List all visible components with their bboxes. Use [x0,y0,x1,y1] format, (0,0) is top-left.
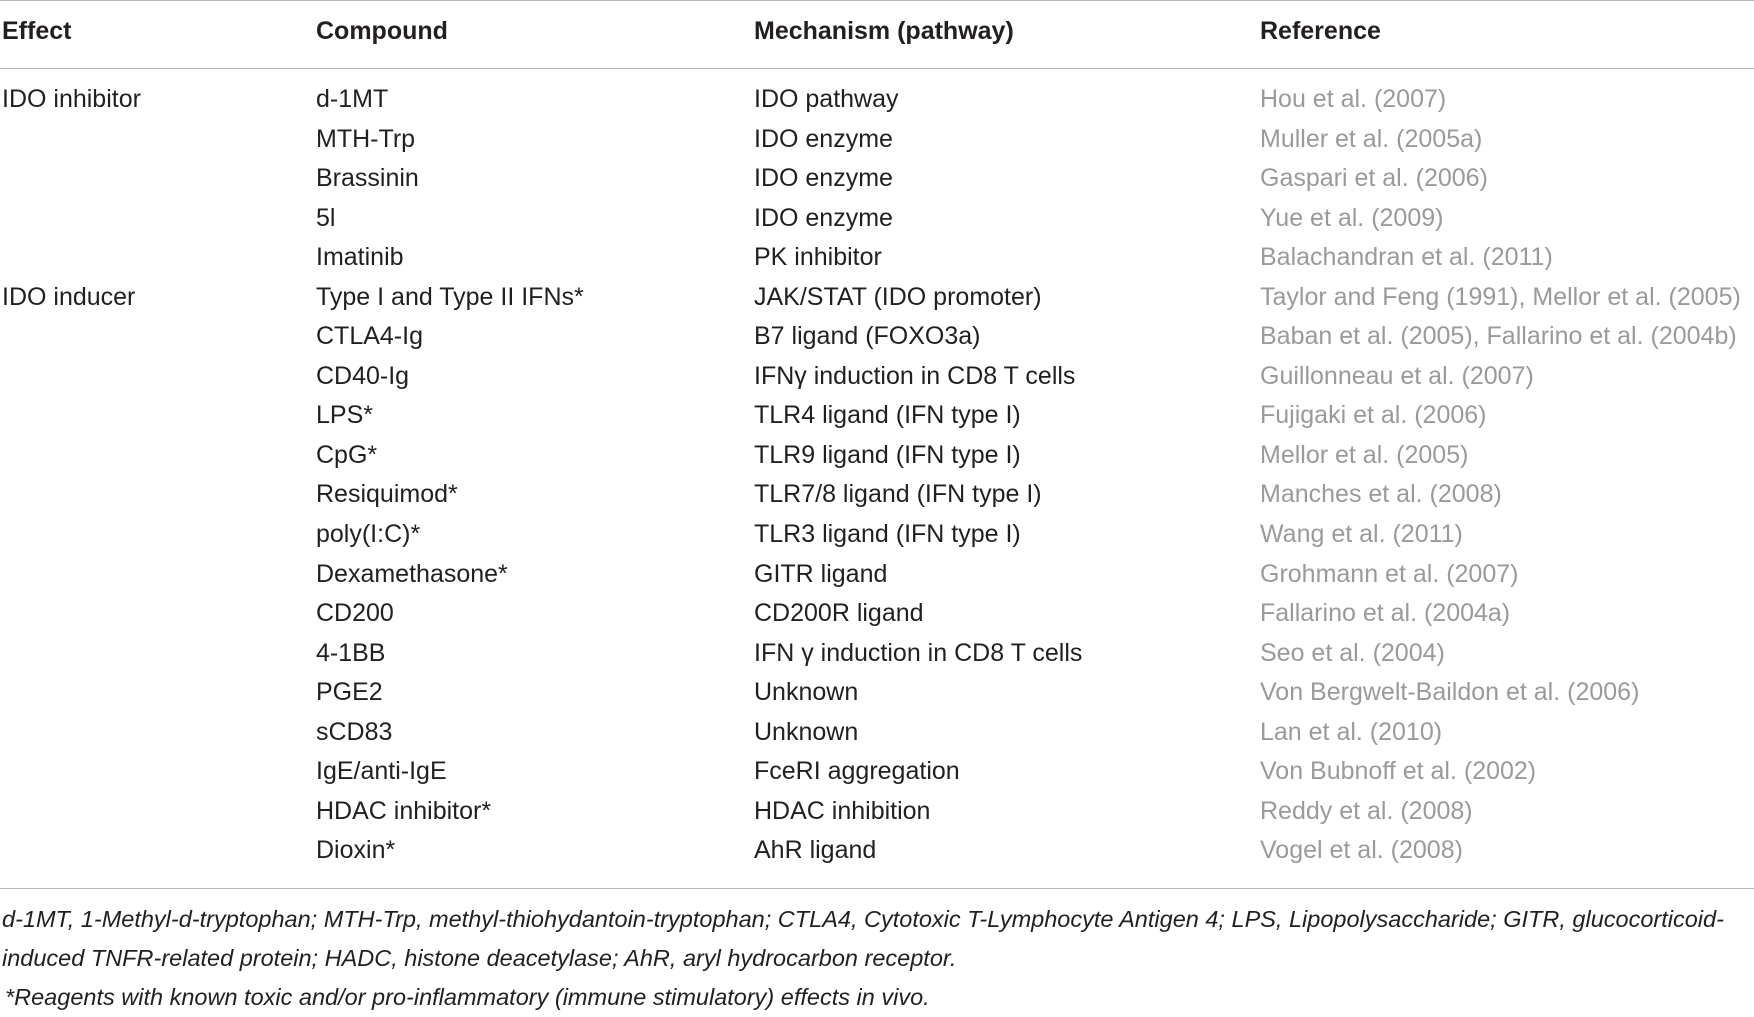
cell-compound: d-1MT [316,85,389,113]
cell-compound: CD40-Ig [316,361,410,390]
cell-reference[interactable]: Baban et al. (2005), Fallarino et al. (2… [1260,322,1737,351]
cell-reference[interactable]: Wang et al. (2011) [1260,520,1463,549]
cell-reference[interactable]: Grohmann et al. (2007) [1260,559,1519,588]
cell-mechanism: TLR7/8 ligand (IFN type I) [754,480,1042,509]
cell-mechanism: JAK/STAT (IDO promoter) [754,282,1042,311]
cell-compound: CD200 [316,599,394,628]
cell-mechanism: IFN γ induction in CD8 T cells [754,638,1083,667]
cell-mechanism: IDO enzyme [754,164,893,193]
table-row: HDAC inhibitor* HDAC inhibition Reddy et a… [0,792,1754,832]
cell-mechanism: HDAC inhibition [754,796,931,825]
cell-compound: PGE2 [316,678,383,707]
cell-reference[interactable]: Vogel et al. (2008) [1260,836,1463,865]
footnote-abbreviations-line1: d-1MT, 1-Methyl-d-tryptophan; MTH-Trp, m… [2,906,1724,932]
table-footnotes: d-1MT, 1-Methyl-d-tryptophan; MTH-Trp, m… [2,900,1752,1017]
cell-mechanism: FceRI aggregation [754,757,960,786]
footnote-abbreviations-line2: induced TNFR-related protein; HADC, hist… [2,945,957,971]
cell-reference[interactable]: Balachandran et al. (2011) [1260,243,1553,272]
table-row: poly(I:C)* TLR3 ligand (IFN type I) Wang e… [0,515,1754,555]
cell-reference[interactable]: Guillonneau et al. (2007) [1260,361,1534,390]
cell-reference[interactable]: Lan et al. (2010) [1260,717,1443,746]
header-compound: Compound [316,17,448,45]
cell-compound: CTLA4-Ig [316,322,423,351]
table-top-rule [0,0,1754,1]
cell-reference[interactable]: Manches et al. (2008) [1260,480,1502,509]
table-row: Resiquimod* TLR7/8 ligand (IFN type I) Man… [0,475,1754,515]
header-reference: Reference [1260,17,1381,45]
table-row: Imatinib PK inhibitor Balachandran et al. … [0,238,1754,278]
cell-reference[interactable]: Mellor et al. (2005) [1260,440,1469,469]
cell-compound: LPS* [316,401,373,430]
table-row: CTLA4-Ig B7 ligand (FOXO3a) Baban et al. (… [0,317,1754,357]
cell-compound: Brassinin [316,164,419,193]
cell-mechanism: B7 ligand (FOXO3a) [754,322,981,351]
table-row: CD200 CD200R ligand Fallarino et al. (2004… [0,594,1754,634]
cell-compound: IgE/anti-IgE [316,757,447,786]
cell-compound: sCD83 [316,717,393,746]
cell-compound: MTH-Trp [316,124,416,153]
cell-mechanism: Unknown [754,717,859,746]
cell-effect: IDO inducer [2,282,136,311]
cell-compound: Resiquimod* [316,480,458,509]
table-row: 5l IDO enzyme Yue et al. (2009) [0,199,1754,239]
cell-compound: Imatinib [316,243,404,272]
cell-compound: 4-1BB [316,638,386,667]
table-row: Dioxin* AhR ligand Vogel et al. (2008) [0,831,1754,871]
cell-mechanism: IDO enzyme [754,124,893,153]
cell-reference[interactable]: Von Bubnoff et al. (2002) [1260,757,1537,786]
table-body: IDO inhibitor d-1MT IDO pathway Hou et al. … [0,80,1754,871]
table-row: IDO inhibitor d-1MT IDO pathway Hou et al. … [0,80,1754,120]
cell-mechanism: Unknown [754,678,859,707]
cell-reference[interactable]: Gaspari et al. (2006) [1260,164,1488,193]
cell-mechanism: IFNγ induction in CD8 T cells [754,361,1076,390]
cell-compound: Dexamethasone* [316,559,508,588]
cell-compound: Type I and Type II IFNs* [316,282,584,311]
cell-mechanism: CD200R ligand [754,599,924,628]
cell-compound: poly(I:C)* [316,520,421,549]
table-row: PGE2 Unknown Von Bergwelt-Baildon et al. (… [0,673,1754,713]
cell-mechanism: IDO enzyme [754,203,893,232]
table-header-rule [0,68,1754,69]
cell-reference[interactable]: Muller et al. (2005a) [1260,124,1483,153]
table-row: CpG* TLR9 ligand (IFN type I) Mellor et al… [0,436,1754,476]
cell-reference[interactable]: Yue et al. (2009) [1260,203,1444,232]
table-row: IgE/anti-IgE FceRI aggregation Von Bubnoff… [0,752,1754,792]
cell-compound: Dioxin* [316,836,396,865]
cell-mechanism: IDO pathway [754,85,899,113]
table-row: MTH-Trp IDO enzyme Muller et al. (2005a) [0,120,1754,160]
cell-reference[interactable]: Taylor and Feng (1991), Mellor et al. (2… [1260,282,1741,311]
cell-mechanism: GITR ligand [754,559,888,588]
table-row: sCD83 Unknown Lan et al. (2010) [0,713,1754,753]
table-row: 4-1BB IFN γ induction in CD8 T cells Seo e… [0,634,1754,674]
cell-reference[interactable]: Von Bergwelt-Baildon et al. (2006) [1260,678,1640,707]
table-row: LPS* TLR4 ligand (IFN type I) Fujigaki et … [0,396,1754,436]
table-row: Dexamethasone* GITR ligand Grohmann et al.… [0,555,1754,595]
cell-compound: CpG* [316,440,378,469]
cell-mechanism: TLR9 ligand (IFN type I) [754,440,1021,469]
cell-reference[interactable]: Fujigaki et al. (2006) [1260,401,1487,430]
cell-compound: HDAC inhibitor* [316,796,492,825]
cell-reference[interactable]: Seo et al. (2004) [1260,638,1445,667]
footnote-asterisk-note: *Reagents with known toxic and/or pro-in… [5,984,930,1010]
table-row: IDO inducer Type I and Type II IFNs* JAK/S… [0,278,1754,318]
table-bottom-rule [0,888,1754,889]
table-row: CD40-Ig IFNγ induction in CD8 T cells Guil… [0,357,1754,397]
cell-effect: IDO inhibitor [2,85,141,113]
cell-mechanism: TLR3 ligand (IFN type I) [754,520,1021,549]
cell-reference[interactable]: Reddy et al. (2008) [1260,796,1473,825]
table-header-row: Effect Compound Mechanism (pathway) Refe… [0,0,1754,68]
header-effect: Effect [2,17,72,45]
cell-mechanism: PK inhibitor [754,243,882,272]
table-row: Brassinin IDO enzyme Gaspari et al. (2006) [0,159,1754,199]
cell-mechanism: TLR4 ligand (IFN type I) [754,401,1021,430]
cell-reference[interactable]: Hou et al. (2007) [1260,85,1447,113]
cell-reference[interactable]: Fallarino et al. (2004a) [1260,599,1511,628]
cell-mechanism: AhR ligand [754,836,877,865]
header-mechanism: Mechanism (pathway) [754,17,1014,45]
cell-compound: 5l [316,203,336,232]
